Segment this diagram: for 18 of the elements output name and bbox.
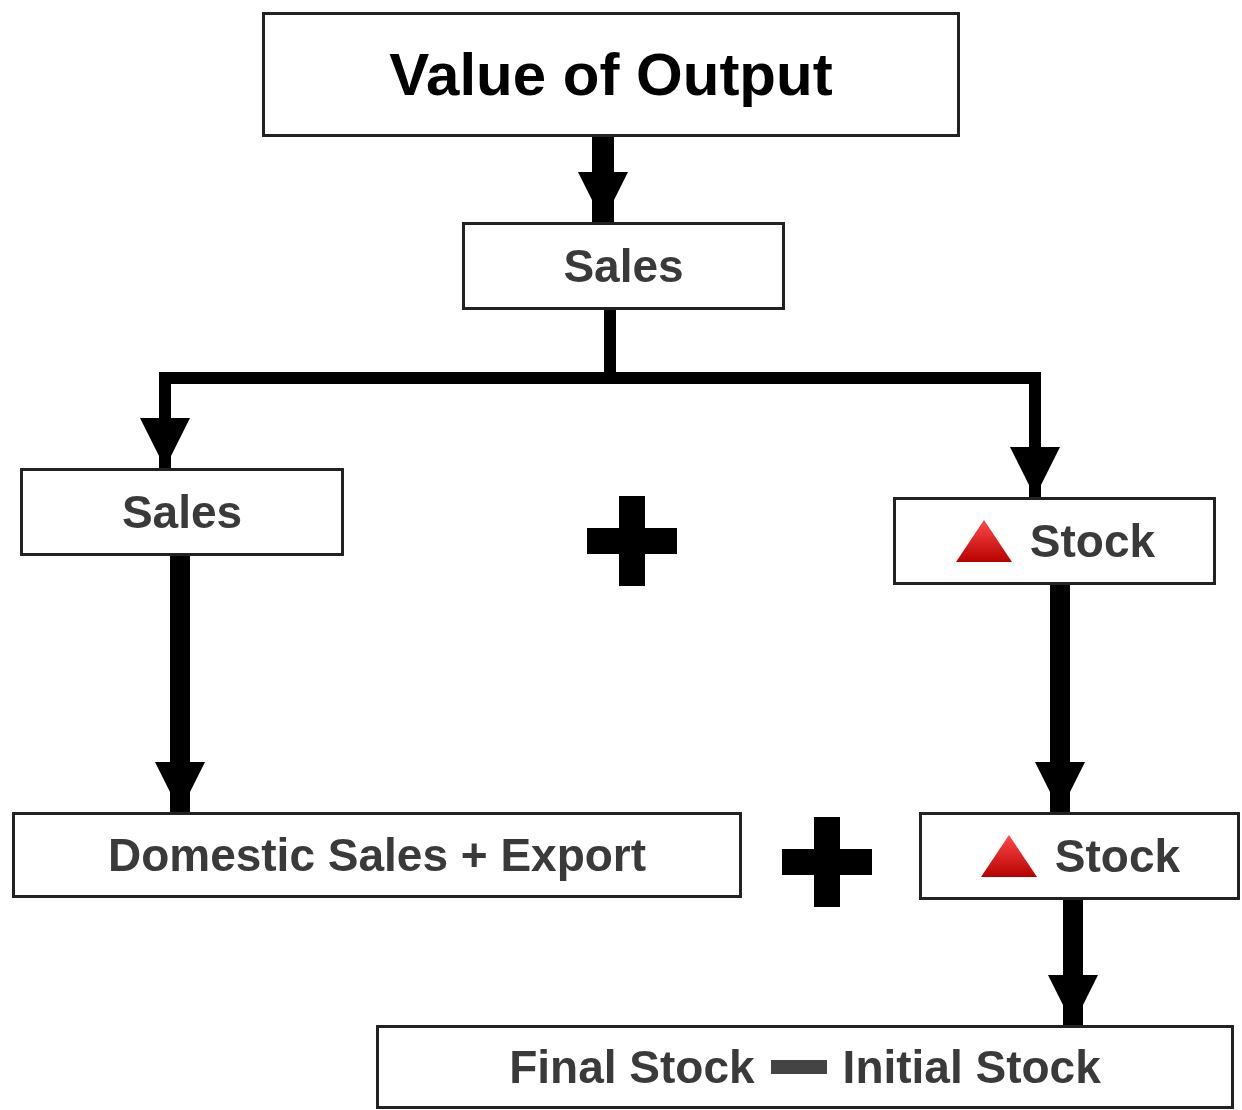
- box-label: Stock: [1054, 833, 1181, 879]
- box-label: Value of Output: [389, 44, 833, 105]
- arrow: [155, 556, 205, 812]
- process-box: [376, 1025, 1234, 1109]
- process-box: [919, 812, 1240, 900]
- process-box: [262, 12, 960, 137]
- process-box: [12, 812, 742, 898]
- arrow: [578, 137, 628, 222]
- box-label: Sales: [121, 489, 243, 535]
- process-box: [20, 468, 344, 556]
- arrow: [1048, 900, 1098, 1025]
- box-label: Sales: [563, 243, 684, 289]
- box-label: Stock: [1029, 518, 1156, 564]
- box-label: Initial Stock: [842, 1044, 1101, 1090]
- arrow: [1035, 585, 1085, 812]
- process-box: [893, 497, 1216, 585]
- box-label: Final Stock: [509, 1044, 755, 1090]
- process-box: [462, 222, 785, 310]
